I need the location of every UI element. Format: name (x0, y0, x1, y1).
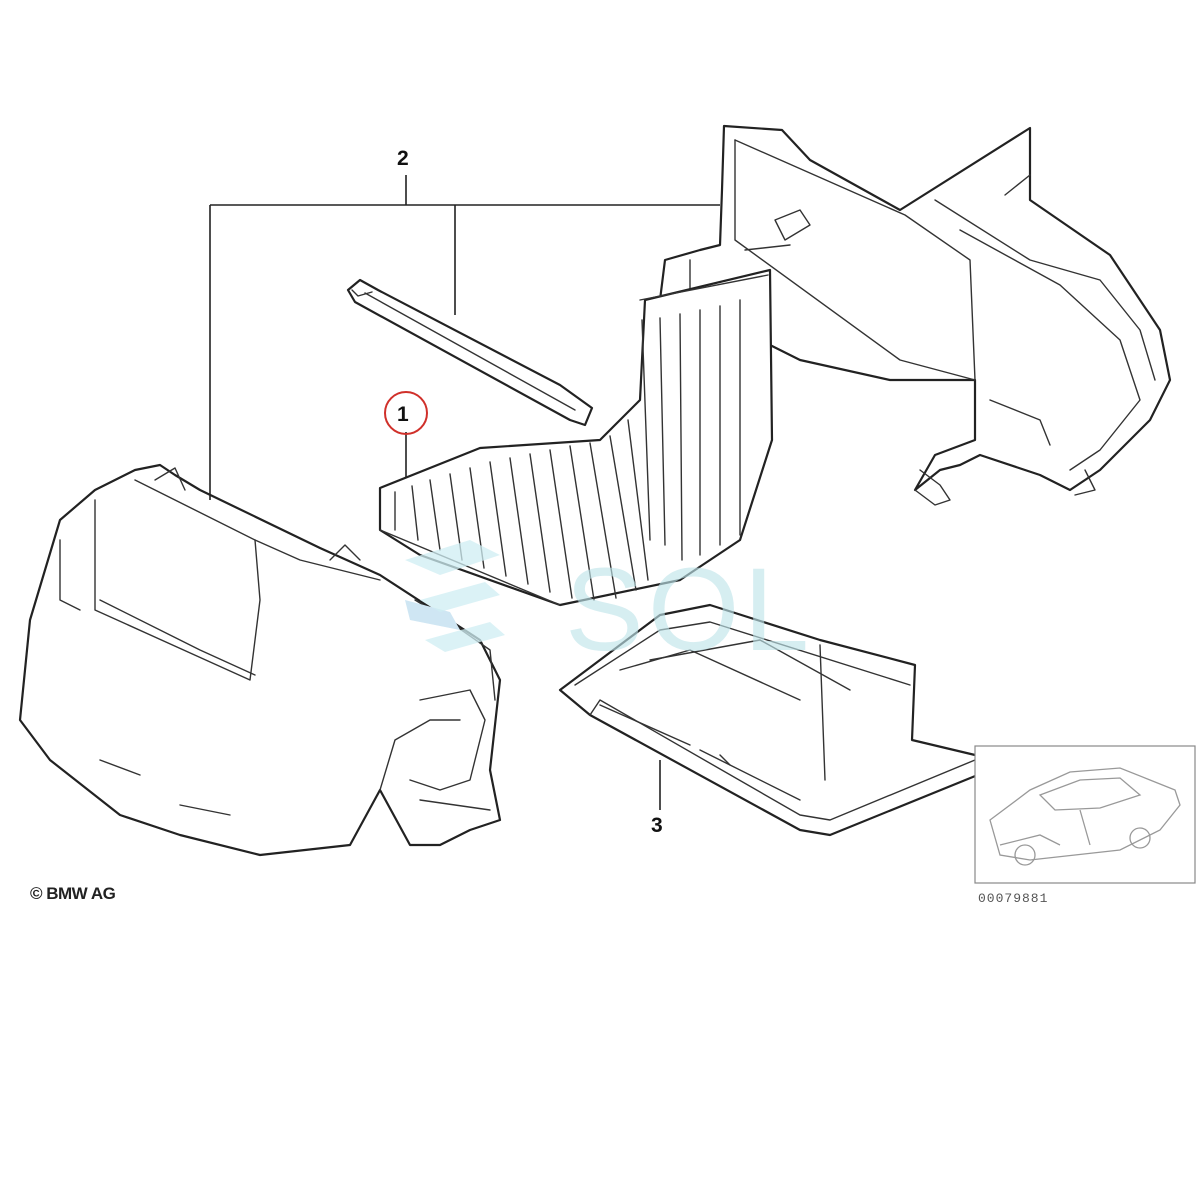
copyright-label: © BMW AG (30, 884, 116, 903)
filter-element-part (378, 268, 774, 607)
watermark-text: SOL (565, 544, 813, 676)
callout-1: 1 (397, 403, 409, 426)
car-silhouette-icon (989, 767, 1181, 866)
thumbnail-inset (974, 745, 1196, 884)
rail-part (346, 278, 594, 427)
diagram-id-label: 00079881 (978, 891, 1049, 906)
highlight-circle (384, 391, 428, 435)
sol-watermark: SOL (405, 540, 813, 676)
lower-tray-part (558, 603, 992, 837)
callout-3: 3 (651, 814, 663, 837)
left-housing-part (18, 463, 502, 857)
leader-lines (209, 175, 720, 810)
callout-2: 2 (397, 147, 409, 170)
